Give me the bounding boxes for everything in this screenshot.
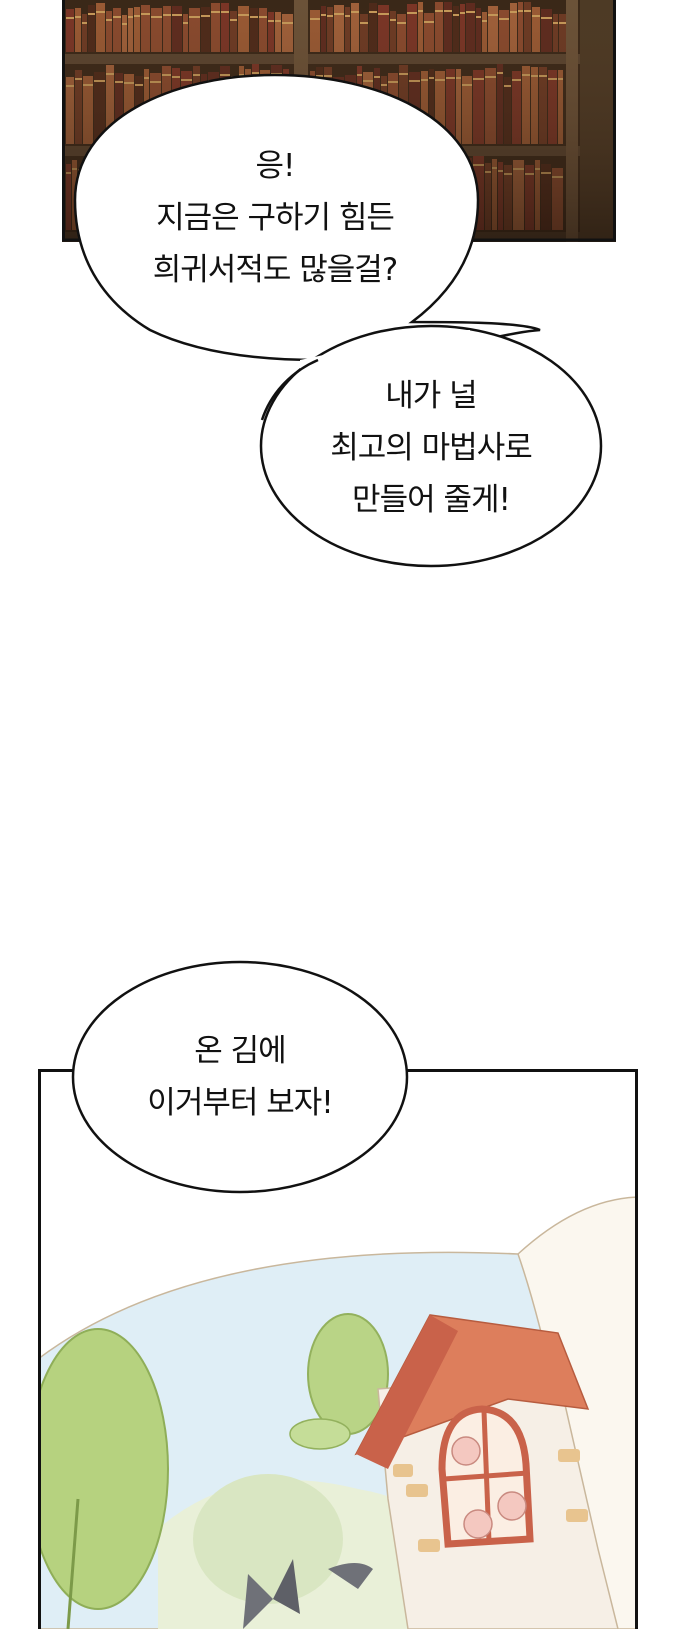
bubble-1-line-3: 희귀서적도 많을걸?	[95, 244, 455, 296]
bubble-2-line-2: 최고의 마법사로	[281, 422, 581, 474]
bubble-2-line-3: 만들어 줄게!	[281, 474, 581, 526]
bubble-3-text: 온 김에 이거부터 보자!	[90, 1025, 390, 1129]
bubble-1-line-2: 지금은 구하기 힘든	[95, 192, 455, 244]
bubble-1-line-1: 응!	[95, 140, 455, 192]
bubble-2-text: 내가 널 최고의 마법사로 만들어 줄게!	[281, 370, 581, 526]
bubble-1-text: 응! 지금은 구하기 힘든 희귀서적도 많을걸?	[95, 140, 455, 296]
bubble-3-line-1: 온 김에	[90, 1025, 390, 1077]
bubble-3-line-2: 이거부터 보자!	[90, 1077, 390, 1129]
bubble-2-line-1: 내가 널	[281, 370, 581, 422]
